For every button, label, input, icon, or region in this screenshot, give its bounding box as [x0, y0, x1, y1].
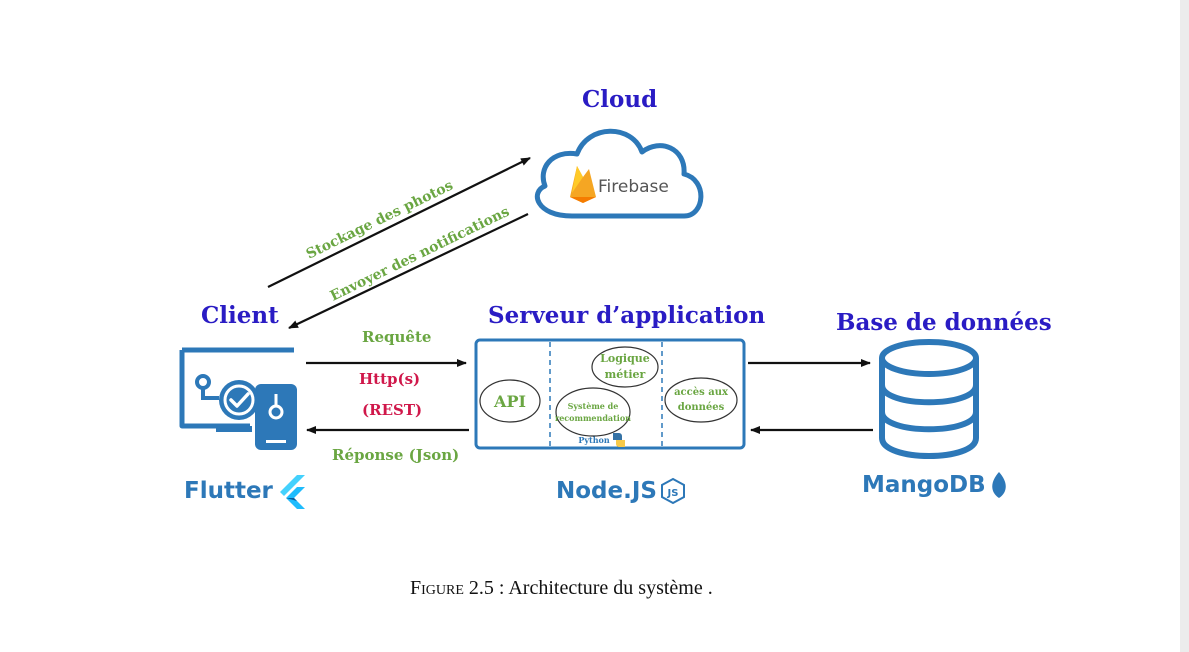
module-api: API	[479, 379, 541, 423]
arrow-cloud-to-client	[288, 213, 529, 329]
nodejs-label: Node.JS	[556, 478, 657, 504]
module-acces-line1: accès aux	[674, 387, 729, 398]
module-logique-line2: métier	[605, 368, 646, 381]
edge-label-rest: (REST)	[362, 401, 423, 419]
cloud-title: Cloud	[582, 86, 658, 113]
python-logo-icon	[613, 433, 625, 447]
server-title: Serveur d’application	[488, 302, 766, 329]
edge-label-protocol: Http(s)	[359, 370, 421, 388]
figure-number: Figure 2.5	[410, 577, 494, 599]
client-title: Client	[201, 302, 279, 329]
mongodb-label: MangoDB	[862, 472, 986, 498]
mobile-app-icon	[179, 347, 297, 450]
caption-text: Architecture du système .	[508, 577, 713, 599]
module-logique-line1: Logique	[600, 352, 650, 365]
flutter-label: Flutter	[184, 478, 273, 504]
firebase-flame-icon	[570, 166, 596, 203]
module-recommendation: Système de recommendation Python	[555, 387, 631, 445]
edge-label-request: Requête	[362, 328, 432, 346]
caption-separator: :	[493, 577, 509, 599]
module-reco-line1: Système de	[568, 401, 619, 411]
edge-label-notifications: Envoyer des notifications	[328, 204, 512, 305]
mongodb-leaf-icon	[992, 472, 1006, 498]
module-api-label: API	[493, 392, 526, 411]
svg-text:JS: JS	[667, 488, 679, 499]
module-acces-donnees: accès aux données	[664, 377, 738, 423]
cloud-icon	[534, 128, 704, 219]
database-title: Base de données	[836, 309, 1052, 336]
module-reco-line2: recommendation	[555, 413, 631, 423]
flutter-logo-icon	[280, 475, 305, 509]
page-right-border	[1180, 0, 1189, 652]
module-reco-python-label: Python	[578, 435, 610, 445]
figure-caption: Figure 2.5 : Architecture du système .	[410, 577, 713, 600]
arrow-client-to-cloud	[267, 157, 531, 288]
database-icon	[879, 339, 979, 459]
module-logique-metier: Logique métier	[591, 346, 659, 388]
module-acces-line2: données	[678, 402, 725, 413]
firebase-label: Firebase	[598, 177, 669, 197]
edge-label-response: Réponse (Json)	[332, 446, 460, 464]
nodejs-logo-icon: JS	[661, 477, 685, 505]
